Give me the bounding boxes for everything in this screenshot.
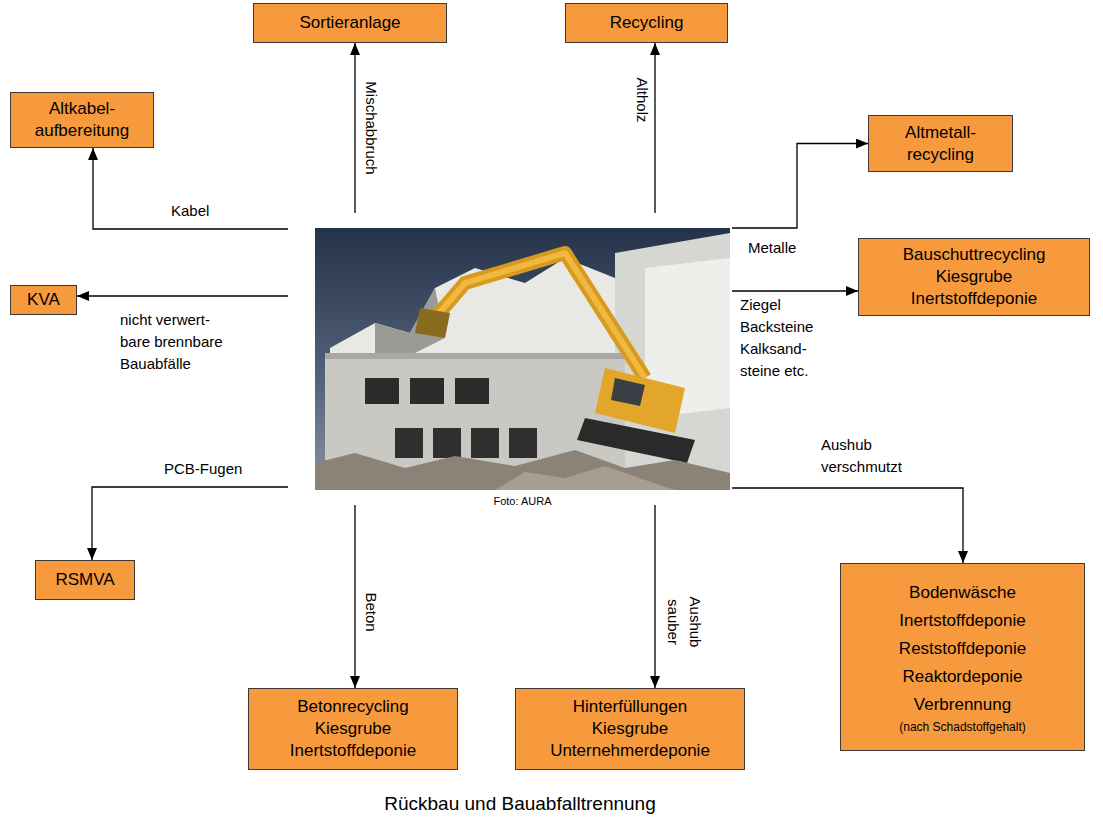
flow-label: Altholz [630, 77, 652, 122]
window [395, 428, 423, 458]
box-text: (nach Schadstoffgehalt) [899, 719, 1026, 735]
flow-label: Metalle [748, 237, 796, 259]
excavator-track [577, 418, 695, 463]
facade-edge [325, 353, 625, 359]
flow-label: Aushub verschmutzt [821, 434, 911, 478]
destination-box: Altmetall- recycling [868, 115, 1013, 172]
diagram-caption: Rückbau und Bauabfalltrennung [0, 792, 1040, 816]
flow-arrow [654, 505, 655, 688]
window [509, 428, 537, 458]
destination-box: BauschuttrecyclingKiesgrubeInertstoffdep… [858, 238, 1090, 316]
box-text: Verbrennung [914, 691, 1011, 719]
box-text: Inertstoffdeponie [911, 288, 1037, 310]
cab-window [611, 378, 645, 406]
destination-box: KVA [10, 285, 77, 315]
flow-arrow [732, 488, 963, 563]
destination-box: Recycling [565, 3, 728, 43]
excavator-boom [435, 253, 645, 378]
box-text: Altmetall- recycling [875, 122, 1006, 166]
box-text: Betonrecycling [297, 696, 409, 718]
window [410, 378, 444, 404]
box-text: Bodenwäsche [909, 579, 1016, 607]
box-text: Reaktordeponie [902, 663, 1022, 691]
window [365, 378, 399, 404]
flow-arrow [354, 505, 355, 688]
destination-box: Sortieranlage [253, 3, 447, 43]
flow-label: Beton [359, 592, 381, 631]
window [455, 378, 489, 404]
excavator-boom-highlight [435, 253, 645, 378]
flow-arrow [92, 487, 288, 560]
demolition-photo [315, 228, 730, 490]
box-text: KVA [27, 289, 60, 311]
sky [315, 228, 730, 490]
photo-credit: Foto: AURA [315, 494, 730, 508]
window [471, 428, 499, 458]
flow-arrow [732, 144, 868, 229]
flow-label: PCB-Fugen [164, 458, 242, 480]
box-text: Kiesgrube [592, 718, 669, 740]
box-text: Kiesgrube [936, 266, 1013, 288]
box-text: Recycling [610, 12, 684, 34]
box-text: Inertstoffdeponie [290, 740, 416, 762]
destination-box: BetonrecyclingKiesgrubeInertstoffdeponie [248, 688, 458, 770]
destination-box: RSMVA [35, 560, 135, 600]
flow-label: Mischabbruch [359, 81, 381, 174]
photo-frame: Foto: AURA [315, 228, 730, 490]
destination-box: Altkabel- aufbereitung [10, 92, 154, 148]
flow-label: nicht verwert- bare brennbare Bauabfälle [120, 309, 240, 375]
flow-arrow [732, 290, 858, 291]
flow-arrow [77, 295, 288, 296]
destination-box: BodenwäscheInertstoffdeponieReststoffdep… [840, 563, 1085, 751]
rubble [495, 466, 675, 490]
excavator-bucket [415, 308, 450, 338]
destination-box: HinterfüllungenKiesgrubeUnternehmerdepon… [515, 688, 745, 770]
flow-label: Kabel [171, 200, 209, 222]
flow-arrow [654, 43, 655, 213]
box-text: Reststoffdeponie [899, 635, 1026, 663]
box-text: Hinterfüllungen [573, 696, 687, 718]
flow-label: Ziegel Backsteine Kalksand- steine etc. [740, 294, 840, 382]
box-text: Sortieranlage [299, 12, 400, 34]
rubble [315, 450, 730, 490]
box-text: Unternehmerdeponie [550, 740, 710, 762]
box-text: Kiesgrube [315, 718, 392, 740]
flow-arrow [354, 43, 355, 213]
flow-arrow [93, 148, 288, 229]
window [433, 428, 461, 458]
box-text: Inertstoffdeponie [899, 607, 1025, 635]
box-text: Bauschuttrecycling [903, 244, 1046, 266]
box-text: RSMVA [55, 569, 114, 591]
flow-label: Aushub sauber [662, 592, 706, 652]
box-text: Altkabel- aufbereitung [17, 98, 147, 142]
